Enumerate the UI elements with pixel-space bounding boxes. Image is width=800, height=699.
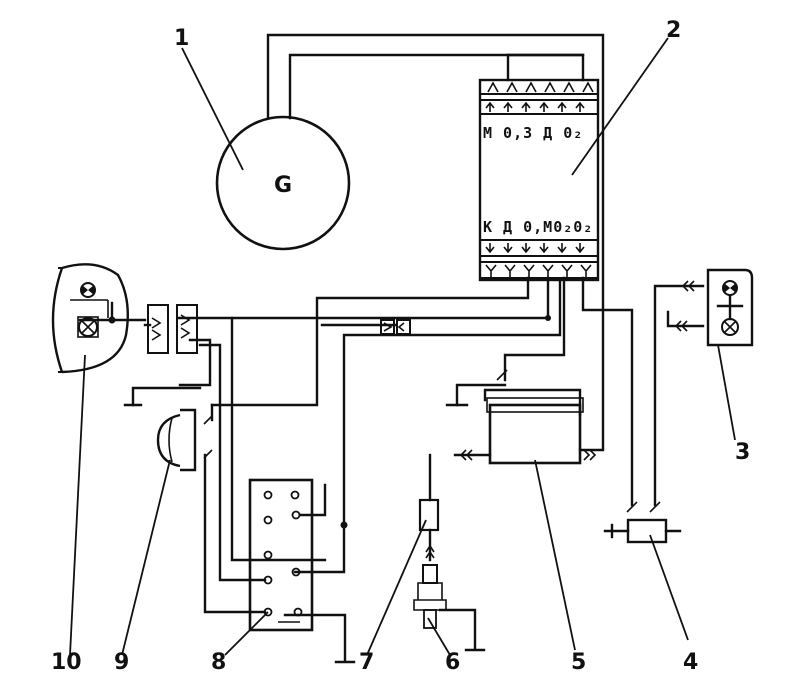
horn [156, 408, 213, 472]
brake-switch [603, 501, 682, 544]
label-10: 10 [51, 650, 82, 675]
top-connector-pins [487, 81, 594, 93]
wires [78, 33, 705, 662]
inline-connector [380, 319, 411, 335]
bottom-connector-pins [485, 264, 592, 277]
suppressor [418, 498, 440, 532]
regulator-module: М 0,3 Д 0₂ К Д 0,М0₂0₂ [478, 78, 600, 282]
label-7: 7 [359, 650, 374, 675]
label-1: 1 [174, 26, 189, 51]
junction-dots [108, 315, 551, 529]
label-4: 4 [683, 650, 698, 675]
label-3: 3 [735, 440, 750, 465]
spark-plug [413, 544, 447, 629]
headlight-connector [147, 304, 198, 354]
leader-lines [69, 37, 736, 656]
generator-symbol: G [274, 173, 292, 198]
module-top-code: М 0,3 Д 0₂ [483, 124, 583, 142]
label-8: 8 [211, 650, 226, 675]
label-9: 9 [114, 650, 129, 675]
label-6: 6 [445, 650, 460, 675]
ignition-unit [459, 369, 597, 465]
component-numbers: 1 2 3 4 5 6 7 8 9 10 [51, 18, 750, 675]
ignition-switch [248, 478, 314, 632]
module-bottom-code: К Д 0,М0₂0₂ [483, 218, 593, 236]
ground-symbols [123, 403, 486, 664]
rear-light [674, 268, 754, 347]
label-5: 5 [571, 650, 586, 675]
bottom-arrows [485, 243, 585, 254]
switch-terminals [263, 490, 303, 617]
label-2: 2 [666, 18, 681, 43]
top-arrows [485, 101, 585, 112]
headlight [51, 263, 129, 374]
generator: G [215, 115, 351, 251]
